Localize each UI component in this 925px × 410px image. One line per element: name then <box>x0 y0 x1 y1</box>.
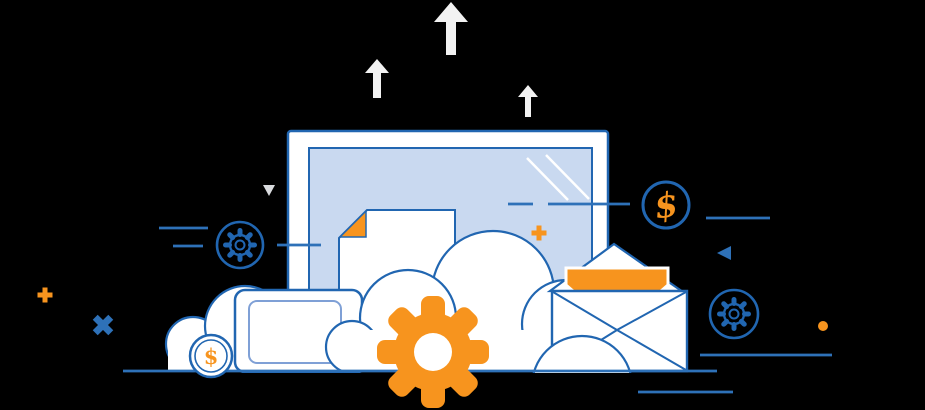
gear-glyph-body <box>722 302 746 326</box>
gear-glyph-hole <box>234 239 246 251</box>
badge-circle <box>708 288 760 340</box>
screen-reflection-line <box>526 157 569 201</box>
upload-arrow-icon-large <box>434 2 468 55</box>
coin-dollar-symbol: $ <box>204 344 219 369</box>
envelope-fold-lines <box>552 291 687 371</box>
speed-lines <box>159 202 770 248</box>
gear-hole <box>414 333 452 371</box>
upload-arrow-icon-right <box>518 85 538 117</box>
gear-badge-icon-left <box>215 220 265 270</box>
gear-badge-icon-right <box>708 288 760 340</box>
gear-icon-orange <box>377 296 489 408</box>
coin-outer-circle <box>188 333 234 379</box>
tablet-icon <box>233 288 364 374</box>
gear-glyph-body <box>228 233 252 257</box>
cross-bar <box>92 314 114 336</box>
dollar-badge-icon: $ <box>641 180 691 230</box>
upload-arrows <box>365 2 538 117</box>
cross-icon <box>92 314 114 336</box>
left-triangle-icon <box>717 246 731 260</box>
down-triangle-icon <box>263 185 275 196</box>
badge-circle <box>215 220 265 270</box>
plus-bar <box>42 287 48 303</box>
upload-arrow-icon-left <box>365 59 389 98</box>
plus-icon-screen <box>531 225 547 241</box>
badge-dollar-symbol: $ <box>652 185 681 228</box>
gear-glyph-hole <box>728 308 740 320</box>
document-fold <box>338 209 367 238</box>
screen-reflection-line <box>545 154 590 200</box>
plus-icon-left <box>37 287 53 303</box>
coin-dollar-icon: $ <box>188 333 234 379</box>
badge-circle <box>641 180 691 230</box>
coin-inner-circle <box>194 339 228 373</box>
dot-icon <box>818 321 828 331</box>
plus-bar <box>536 225 542 241</box>
